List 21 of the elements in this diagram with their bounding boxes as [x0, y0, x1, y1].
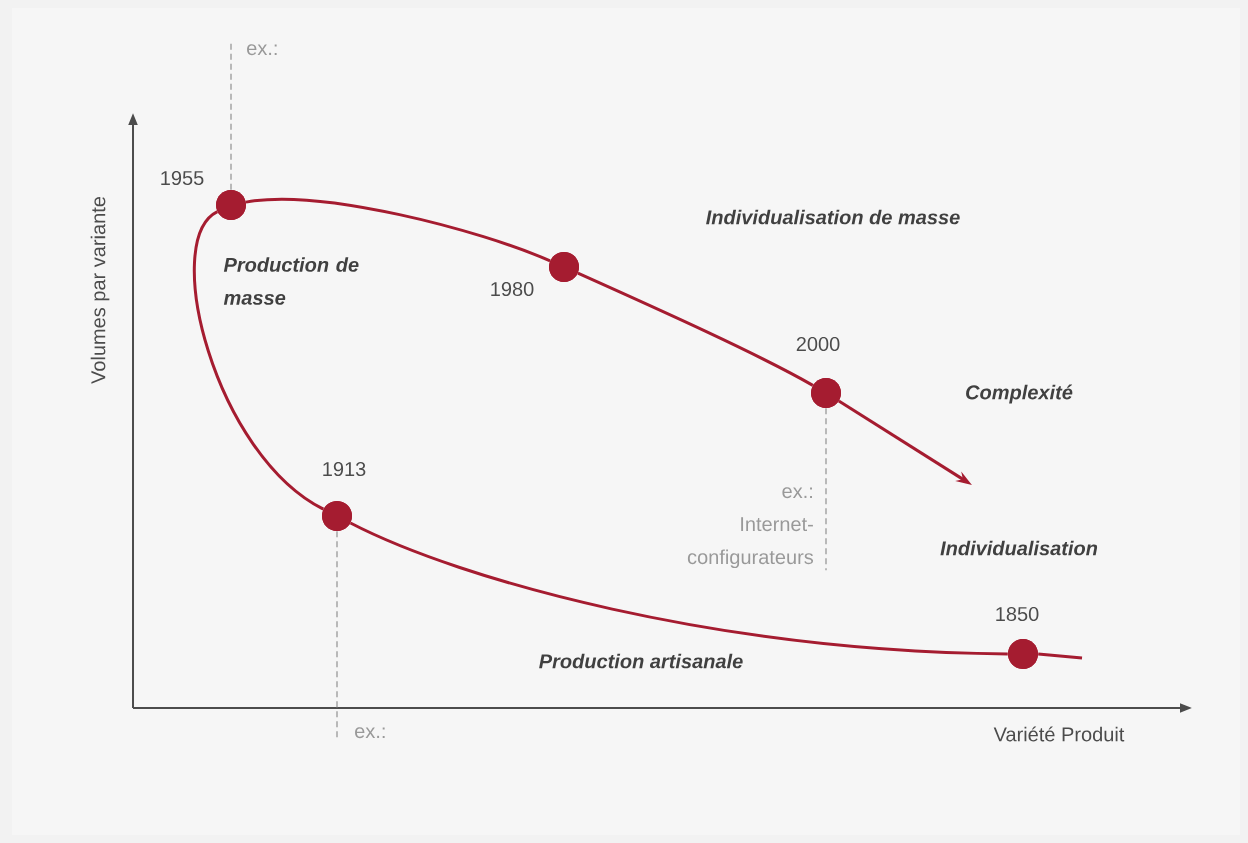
curve	[245, 197, 551, 263]
example-note: ex.: Internet-configurateurs	[687, 487, 814, 569]
axis-label: Variété Produit	[993, 726, 1125, 742]
region-label: Complexité	[966, 384, 1073, 404]
region-label: Production de masse	[223, 257, 359, 305]
region-label: Production artisanale	[539, 653, 743, 669]
leader-line	[230, 41, 232, 191]
example-note: ex.:	[247, 44, 277, 56]
curve	[577, 271, 814, 387]
curve	[193, 210, 325, 511]
leader-line	[825, 407, 827, 572]
year-label: 1980	[491, 281, 534, 297]
year-label: 1913	[323, 461, 366, 477]
curve	[349, 521, 1008, 656]
year-label: 1955	[161, 170, 204, 186]
axis-label: Volumes par variante	[90, 197, 110, 384]
region-label: Individualisation de masse	[706, 209, 960, 225]
example-note: ex.:	[355, 727, 385, 739]
region-label: Individualisation	[940, 540, 1098, 556]
year-label: 1850	[996, 606, 1039, 622]
year-label: 2000	[796, 336, 840, 352]
